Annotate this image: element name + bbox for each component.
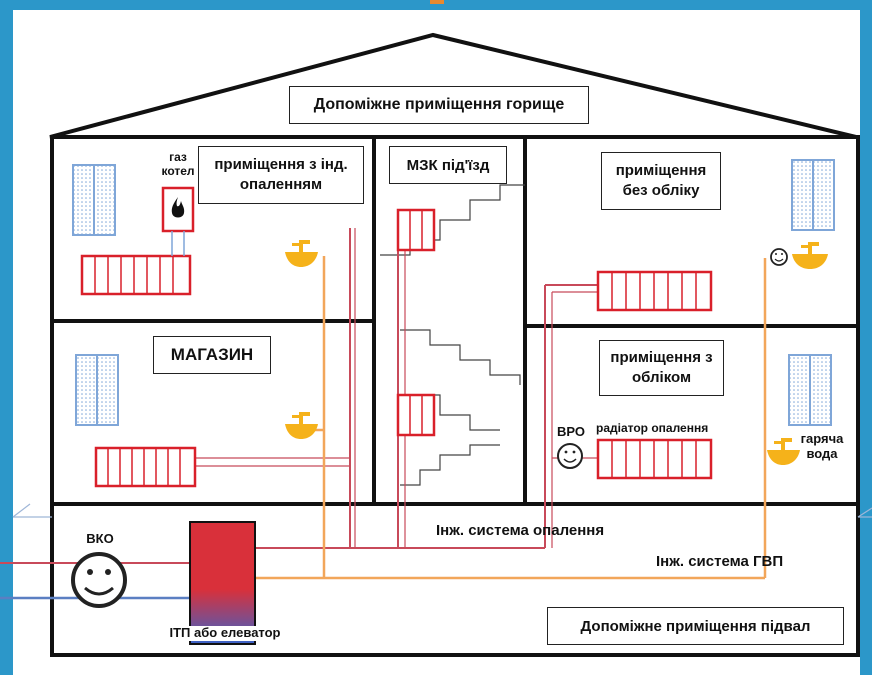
room-no-meter-label: приміщення без обліку <box>601 152 721 210</box>
radiator-icon <box>396 393 436 437</box>
radiator-icon <box>80 254 192 296</box>
window-icon <box>791 159 835 231</box>
basement-label: Допоміжне приміщення підвал <box>547 607 844 645</box>
meter-icon <box>557 443 583 469</box>
heating-pipes <box>0 228 598 564</box>
radiator-label: радіатор опалення <box>596 421 709 435</box>
window-icon <box>72 164 116 236</box>
left-frame <box>0 0 13 675</box>
window-icon <box>788 354 832 426</box>
ground-lines <box>12 503 872 518</box>
heating-system-label: Інж. система опалення <box>436 522 605 539</box>
stairwell-label: МЗК під'їзд <box>389 146 507 184</box>
radiator-icon <box>596 438 713 480</box>
attic-label: Допоміжне приміщення горище <box>289 86 589 124</box>
flame-icon <box>171 197 185 218</box>
radiator-icon <box>596 270 713 312</box>
sink-icon <box>285 412 318 439</box>
gas-boiler-label: газ котел <box>161 150 195 178</box>
top-accent-mark <box>430 0 444 4</box>
radiator-icon <box>396 208 436 252</box>
meter-icon <box>770 248 788 266</box>
vro-label: ВРО <box>557 424 585 439</box>
hot-water-system-label: Інж. система ГВП <box>656 553 784 570</box>
right-frame <box>860 0 872 675</box>
radiator-icon <box>94 446 197 488</box>
hot-water-pipes <box>255 256 767 580</box>
sink-icon <box>767 438 800 465</box>
room-individual-heating-label: приміщення з інд. опаленням <box>198 146 364 204</box>
room-with-meter-label: приміщення з обліком <box>599 340 724 396</box>
sink-icon <box>285 240 318 267</box>
meter-icon <box>71 552 127 608</box>
hot-water-label: гаряча вода <box>800 431 844 461</box>
vko-label: ВКО <box>86 531 114 546</box>
gas-boiler <box>161 186 195 256</box>
itp-label: ІТП або елеватор <box>150 625 300 641</box>
itp-unit <box>189 521 256 645</box>
top-frame <box>0 0 872 10</box>
sink-icon <box>792 242 828 269</box>
shop-label: МАГАЗИН <box>153 336 271 374</box>
window-icon <box>75 354 119 426</box>
